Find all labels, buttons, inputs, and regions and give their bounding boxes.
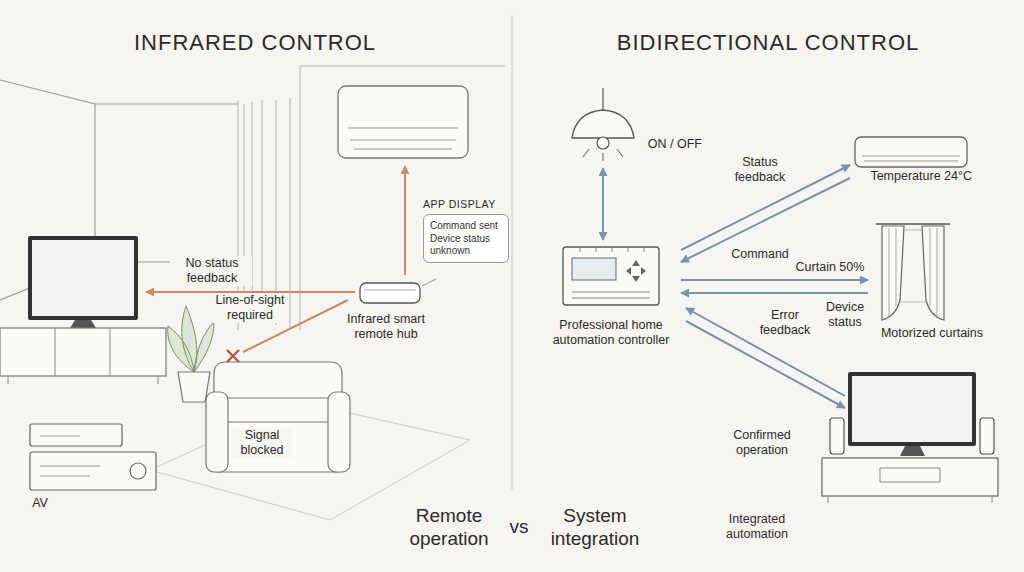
device-node: ON / OFF: [566, 93, 702, 168]
icon-space: [541, 240, 681, 318]
sofa-arm: [328, 392, 350, 472]
sofa-base: [214, 420, 342, 472]
callout-tail: [422, 279, 436, 286]
device-label: AV: [20, 496, 60, 511]
controller-buttons: [626, 260, 646, 282]
ac-louver: [862, 156, 960, 161]
arrow-label: Command: [725, 247, 795, 262]
callout-box: APP DISPLAY Command sentDevice status unk…: [423, 198, 509, 263]
controller-unit: [563, 247, 659, 305]
ir-hub-detail: [364, 290, 416, 291]
arrow-label: Status feedback: [730, 155, 790, 185]
controller-screen: [572, 258, 616, 280]
icon-space: [868, 218, 996, 326]
sofa-cushion: [222, 398, 334, 422]
icon-space: [566, 93, 702, 137]
arrow-label: Curtain 50%: [790, 260, 870, 275]
node-label: Professional home automation controller: [541, 318, 681, 348]
beam-label: No status feedback: [172, 256, 252, 286]
arrow-label: Error feedback: [755, 308, 815, 338]
ir-hub: [360, 283, 420, 303]
signal-arrow: [681, 292, 868, 294]
callout-heading: APP DISPLAY: [423, 198, 509, 211]
tv-stand: [70, 320, 96, 328]
cabinet-detail: [828, 468, 992, 503]
device-node: Temperature 24°C: [850, 133, 972, 184]
controller-node: Professional home automation controller: [541, 240, 681, 348]
divider-line: [512, 15, 513, 490]
section-heading: BIDIRECTIONAL CONTROL: [558, 30, 978, 56]
tv-frame: [848, 372, 976, 446]
tv-screen: [852, 376, 972, 442]
status-note: Signal blocked: [232, 428, 292, 458]
sofa-arm: [206, 392, 228, 472]
tv-cabinet: [0, 328, 166, 376]
device-node: Motorized curtains: [868, 218, 996, 341]
node-label: Motorized curtains: [868, 326, 996, 341]
signal-arrow: [681, 279, 868, 281]
tv-frame: [28, 236, 138, 320]
plant-leaves: [168, 306, 214, 372]
summary-text: vs: [504, 516, 534, 539]
beam-label: Line-of-sight required: [211, 293, 289, 323]
lamp-cord: [602, 88, 603, 110]
callout-text: Device status unknown: [430, 233, 502, 257]
blocked-mark: [227, 350, 239, 362]
summary-text: System integration: [539, 505, 651, 551]
section-heading: INFRARED CONTROL: [45, 30, 465, 56]
av-knob: [130, 463, 146, 479]
lamp-shade: [572, 110, 634, 138]
callout-bubble: Command sentDevice status unknown: [423, 214, 509, 263]
tv-cabinet: [822, 458, 998, 496]
av-detail: [40, 436, 100, 476]
node-label: Temperature 24°C: [850, 169, 972, 184]
node-label: Infrared smart remote hub: [330, 312, 442, 342]
curtain: [922, 226, 944, 320]
icon-space: [850, 133, 972, 169]
summary-text: Remote operation: [399, 505, 499, 551]
arrow-label: Confirmed operation: [722, 428, 802, 458]
plant-pot: [178, 372, 210, 402]
icon-space: [330, 272, 442, 312]
sofa-back: [214, 362, 342, 400]
air-conditioner: [338, 86, 468, 158]
tv-stand: [900, 446, 925, 456]
curtain-rod: [876, 223, 950, 225]
arrow-label: Device status: [819, 300, 871, 330]
signal-arrow: [602, 168, 604, 240]
curtain: [882, 226, 904, 320]
av-player: [30, 424, 122, 446]
lamp-bulb: [597, 137, 609, 149]
speaker: [980, 418, 994, 454]
av-receiver: [30, 452, 156, 490]
lamp-rays: [583, 149, 623, 161]
callout-text: Command sent: [430, 220, 502, 232]
air-conditioner: [855, 137, 967, 167]
node-label: ON / OFF: [566, 137, 702, 152]
speaker: [830, 418, 844, 454]
cabinet-detail: [8, 328, 158, 384]
ir-beam: [404, 166, 406, 275]
tv-screen: [32, 240, 134, 316]
signal-arrow: [681, 178, 850, 262]
ac-louver: [348, 128, 458, 149]
summary-note: Integrated automation: [711, 512, 803, 542]
curtain-folds: [889, 228, 937, 316]
controller-terminals: [572, 247, 650, 298]
device-node: Infrared smart remote hub: [330, 272, 442, 342]
